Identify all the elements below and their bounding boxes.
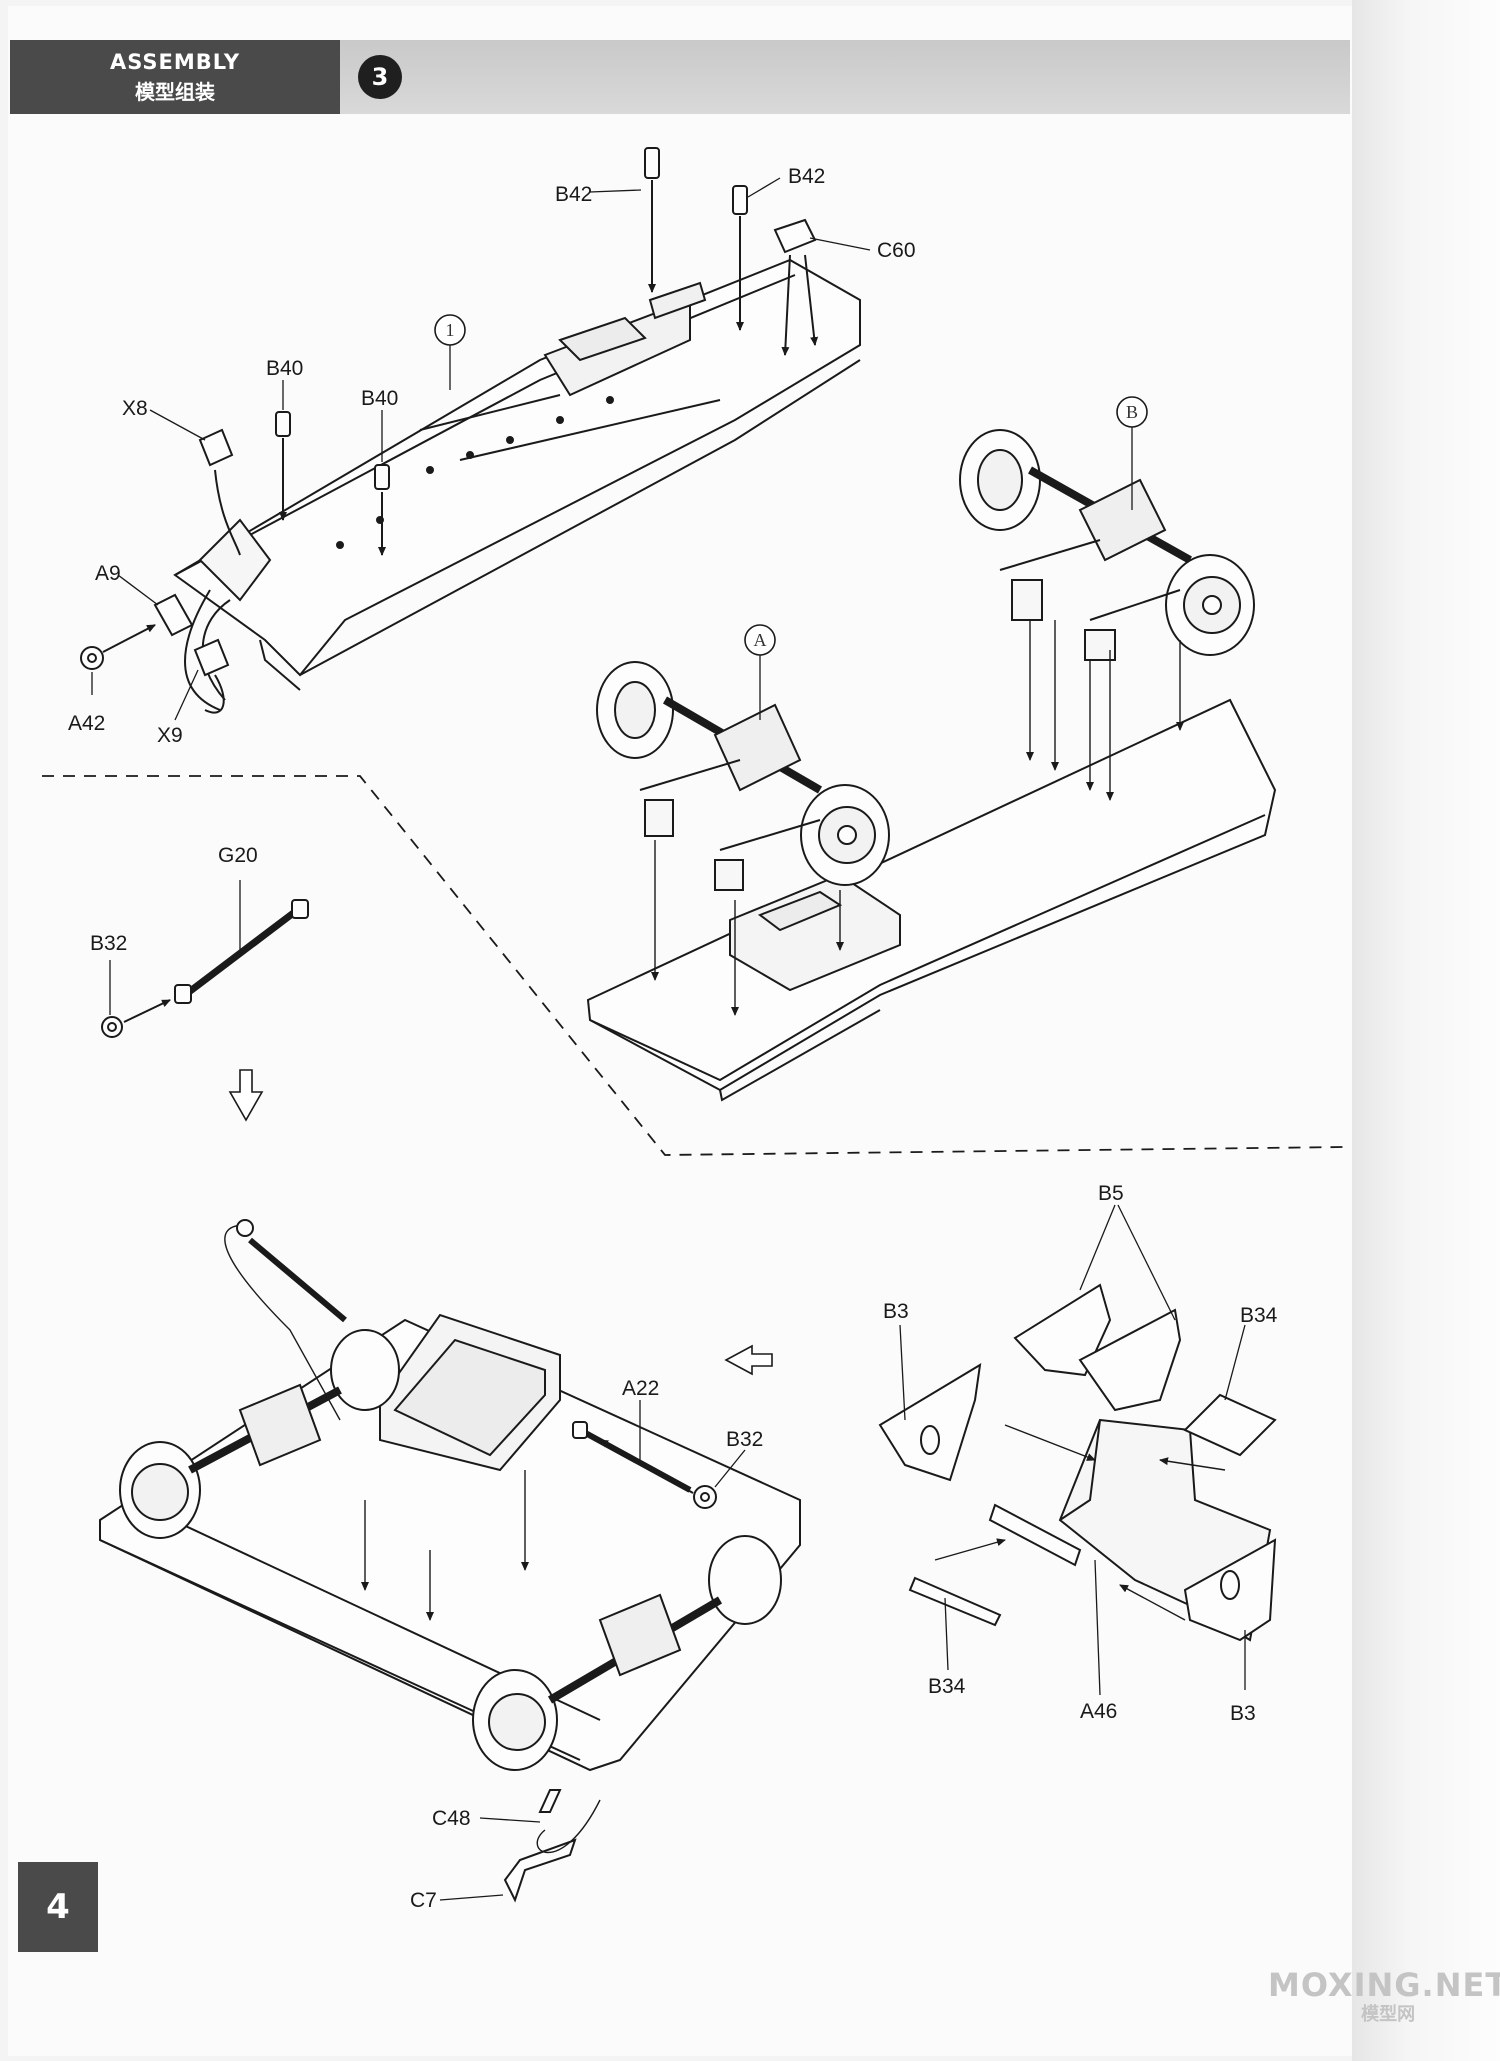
- header-title-zh: 模型组装: [135, 79, 215, 104]
- upper-parts: [80, 147, 819, 714]
- part-label-b5: B5: [1098, 1182, 1124, 1205]
- part-label-b40-right: B40: [361, 387, 398, 410]
- part-label-c7: C7: [410, 1889, 437, 1912]
- flow-arrow-left: [724, 1344, 773, 1376]
- page-gutter: [1352, 0, 1500, 2061]
- part-label-g20: G20: [218, 844, 258, 867]
- part-label-b34-bottom: B34: [928, 1675, 966, 1698]
- subassembly-markers: [434, 314, 1148, 720]
- section-divider: [42, 775, 1346, 1156]
- part-label-b42-left: B42: [555, 183, 592, 206]
- part-label-x8: X8: [122, 397, 148, 420]
- part-label-b32-right: B32: [726, 1428, 763, 1451]
- part-label-c60: C60: [877, 239, 916, 262]
- part-label-b32-left: B32: [90, 932, 127, 955]
- bumper-leader-lines: [899, 1204, 1246, 1696]
- bumper-subassembly: [878, 1283, 1277, 1642]
- part-label-b3-bottom: B3: [1230, 1702, 1256, 1725]
- part-label-b34-top: B34: [1240, 1304, 1278, 1327]
- watermark: MOXING.NET 模型网: [1268, 1966, 1500, 2026]
- header-title-en: ASSEMBLY: [109, 49, 241, 74]
- part-label-b40-left: B40: [266, 357, 303, 380]
- part-label-a46: A46: [1080, 1700, 1117, 1723]
- flow-arrow-down: [228, 1069, 264, 1122]
- subassembly-1-label: 1: [446, 320, 455, 340]
- watermark-cn: 模型网: [1361, 2004, 1416, 2025]
- part-label-b42-right: B42: [788, 165, 825, 188]
- part-label-c48: C48: [432, 1807, 471, 1830]
- subassembly-a-label: A: [754, 630, 767, 650]
- assembly-header: ASSEMBLY 模型组装: [10, 40, 340, 114]
- part-label-a42: A42: [68, 712, 105, 735]
- final-chassis-drawing: [99, 1219, 801, 1903]
- step-number-badge: 3: [358, 55, 402, 99]
- upper-leader-lines: [91, 177, 871, 721]
- subassembly-b-label: B: [1126, 402, 1138, 422]
- part-label-a9: A9: [95, 562, 121, 585]
- upper-chassis-drawing: [173, 258, 861, 711]
- part-label-b3-top: B3: [883, 1300, 909, 1323]
- watermark-site: MOXING.NET: [1268, 1966, 1500, 2004]
- subassembly-1-circle: [434, 314, 466, 346]
- part-label-a22: A22: [622, 1377, 659, 1400]
- driveshaft-subassembly: [101, 880, 309, 1038]
- axle-chassis-drawing: [586, 429, 1277, 1102]
- final-leader-lines: [439, 1400, 746, 1901]
- part-label-x9: X9: [157, 724, 183, 747]
- page-number: 4: [18, 1862, 98, 1952]
